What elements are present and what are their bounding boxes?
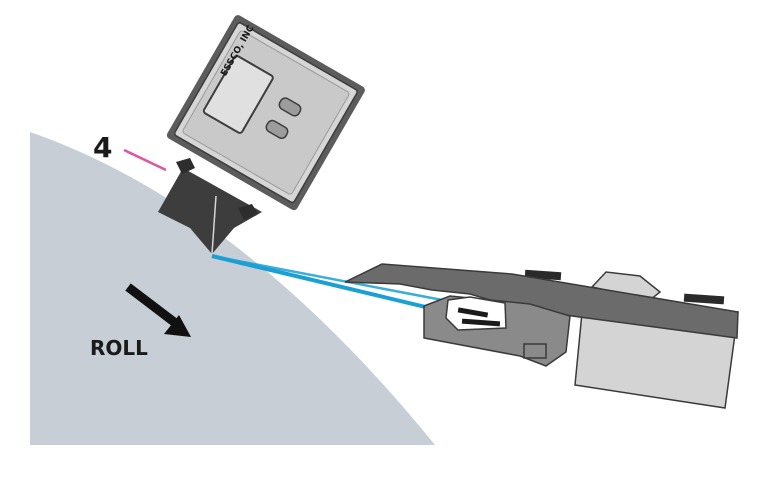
sensor-display [202,54,274,134]
callout-number: 4 [93,131,112,164]
essco-sensor: ESSCO, INC [158,15,365,255]
roll-label: ROLL [90,336,148,360]
bracket-arm [344,263,739,339]
callout-leader-line [123,148,167,172]
sensor-button-bottom [265,119,289,140]
sensor-button-top [278,97,302,117]
roll-surface [30,132,435,445]
sensor-nozzle [158,168,262,254]
arrow-down-right-icon [125,283,191,337]
mounting-bracket [344,263,739,409]
